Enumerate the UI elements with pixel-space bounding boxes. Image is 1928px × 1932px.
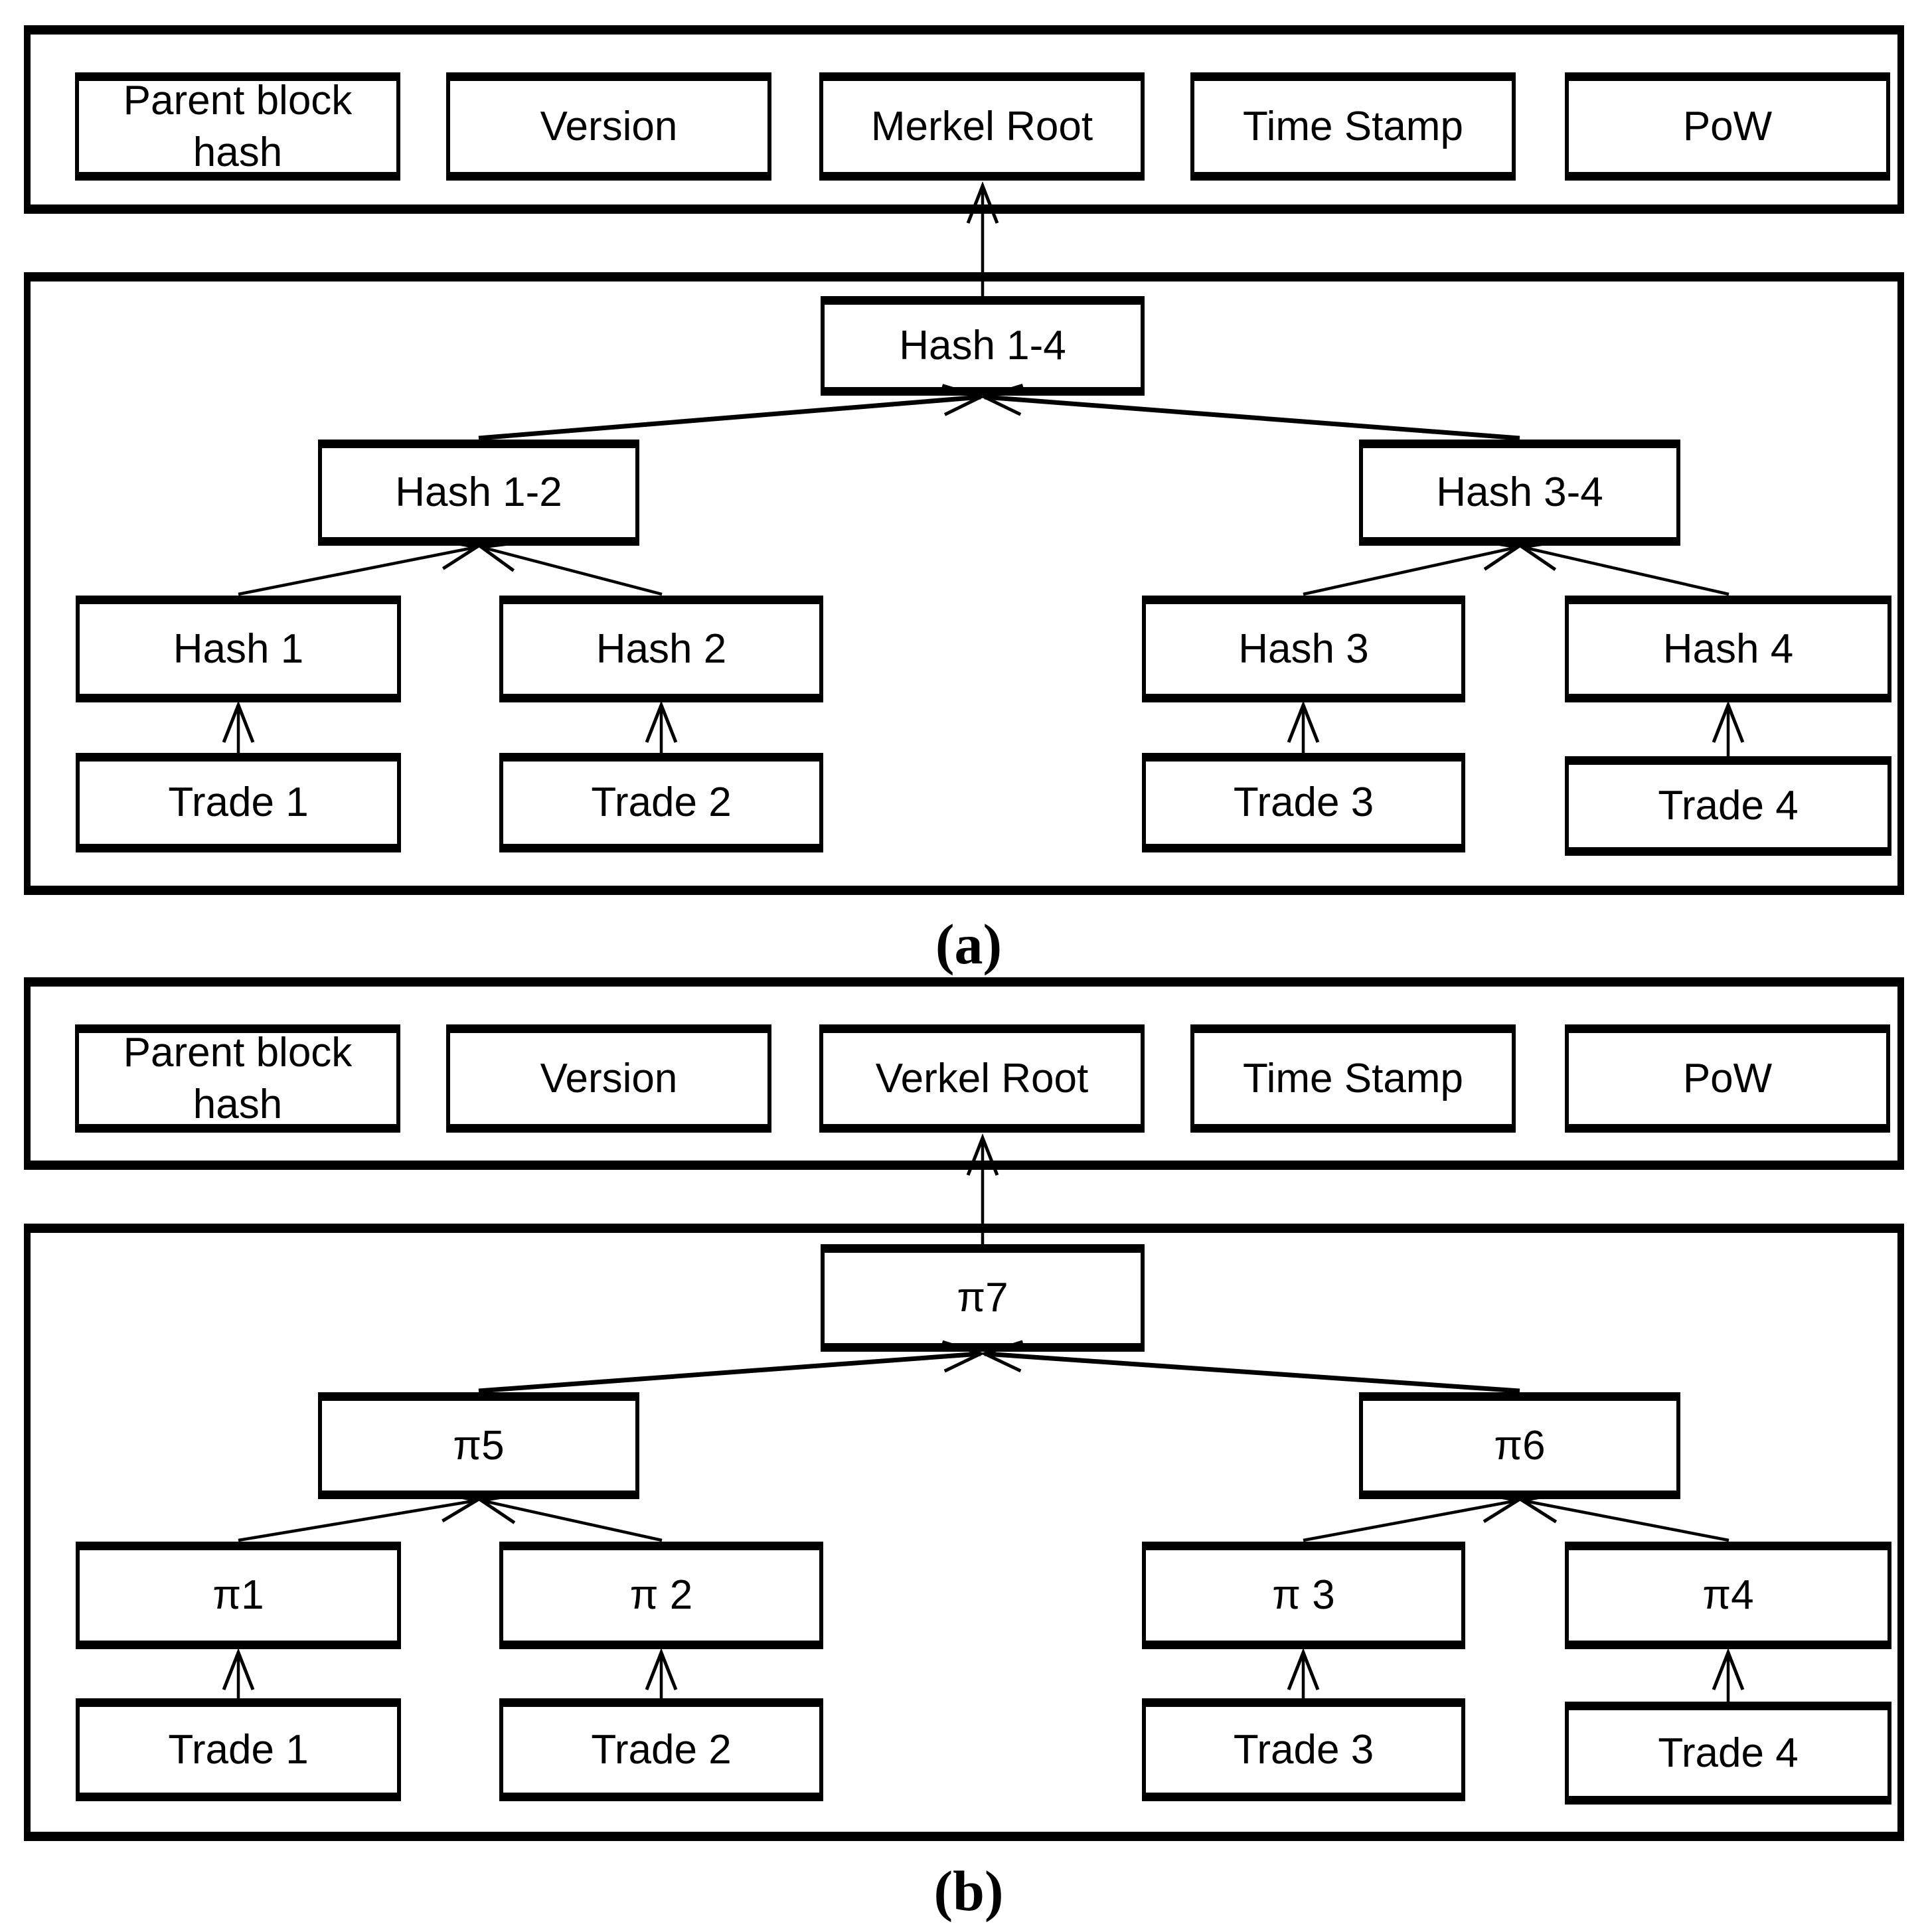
node-a-hash-1-4: Hash 1-4	[821, 296, 1145, 396]
node-a-hash-3-4: Hash 3-4	[1359, 440, 1680, 546]
node-b-pi7: π7	[821, 1244, 1145, 1352]
node-a-trade-2: Trade 2	[499, 753, 823, 852]
header-a-field-merkel-root: Merkel Root	[819, 72, 1145, 181]
node-a-trade-3: Trade 3	[1142, 753, 1465, 852]
node-b-pi4: π4	[1565, 1542, 1891, 1649]
node-a-hash-2: Hash 2	[499, 596, 823, 702]
node-a-hash-3: Hash 3	[1142, 596, 1465, 702]
node-b-trade-1: Trade 1	[76, 1698, 401, 1801]
node-a-hash-4: Hash 4	[1565, 596, 1891, 702]
node-b-trade-3: Trade 3	[1142, 1698, 1465, 1801]
node-b-trade-4: Trade 4	[1565, 1702, 1891, 1805]
node-b-pi1: π1	[76, 1542, 401, 1649]
header-a-field-pow: PoW	[1565, 72, 1890, 181]
header-b-field-verkel-root: Verkel Root	[819, 1024, 1145, 1133]
header-a-field-version: Version	[446, 72, 771, 181]
node-b-pi5: π5	[318, 1392, 639, 1499]
header-b-field-version: Version	[446, 1024, 771, 1133]
panel-b-label: (b)	[933, 1859, 1004, 1923]
node-a-hash-1-2: Hash 1-2	[318, 440, 639, 546]
header-b-field-pow: PoW	[1565, 1024, 1890, 1133]
header-b-field-parent-block-hash: Parent block hash	[75, 1024, 400, 1133]
node-a-trade-4: Trade 4	[1565, 756, 1891, 856]
node-b-pi2: π 2	[499, 1542, 823, 1649]
node-b-pi3: π 3	[1142, 1542, 1465, 1649]
panel-a-label: (a)	[935, 912, 1003, 976]
node-a-hash-1: Hash 1	[76, 596, 401, 702]
node-b-pi6: π6	[1359, 1392, 1680, 1499]
header-a-field-time-stamp: Time Stamp	[1190, 72, 1516, 181]
node-a-trade-1: Trade 1	[76, 753, 401, 852]
header-b-field-time-stamp: Time Stamp	[1190, 1024, 1516, 1133]
node-b-trade-2: Trade 2	[499, 1698, 823, 1801]
header-a-field-parent-block-hash: Parent block hash	[75, 72, 400, 181]
